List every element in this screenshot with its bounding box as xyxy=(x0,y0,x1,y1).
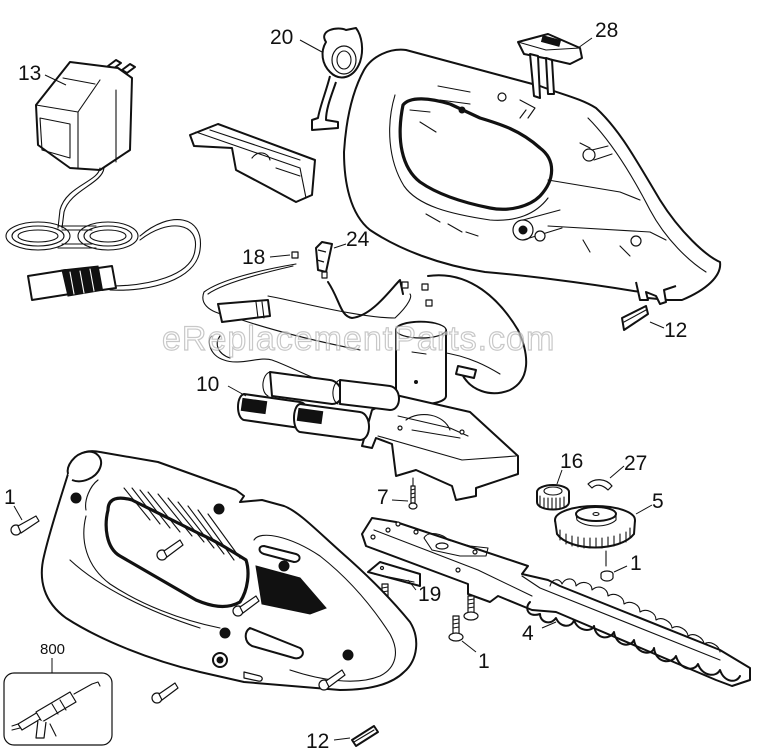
screw-part-b[interactable] xyxy=(463,595,479,621)
gear-housing-part[interactable] xyxy=(361,395,519,501)
switch-lever-part[interactable] xyxy=(311,27,364,131)
leader-7 xyxy=(391,499,409,502)
leader-12a xyxy=(649,321,665,329)
leader-18 xyxy=(269,254,291,258)
accessory-kit-box[interactable] xyxy=(3,672,113,746)
battery-pack-part[interactable] xyxy=(237,371,400,441)
insert-part-upper[interactable] xyxy=(621,305,649,331)
callout-27[interactable]: 27 xyxy=(624,452,647,475)
callout-12-upper[interactable]: 12 xyxy=(664,319,687,342)
charger-part[interactable] xyxy=(5,59,201,301)
terminal-part[interactable] xyxy=(291,251,299,259)
callout-18[interactable]: 18 xyxy=(242,246,265,269)
washer-part[interactable] xyxy=(600,550,614,582)
callout-1-upper[interactable]: 1 xyxy=(4,486,16,509)
callout-6[interactable]: 1 xyxy=(630,552,642,575)
callout-19[interactable]: 19 xyxy=(418,583,441,606)
leader-13 xyxy=(44,74,67,86)
switch-button-part[interactable] xyxy=(517,33,583,99)
screw-part-7[interactable] xyxy=(408,477,418,510)
screw-part-1[interactable] xyxy=(10,515,40,536)
battery-cover-part[interactable] xyxy=(189,123,316,203)
callout-10[interactable]: 10 xyxy=(196,373,219,396)
leader-19 xyxy=(407,579,417,591)
screw-part-bottom-left[interactable] xyxy=(151,682,179,704)
leader-1b xyxy=(461,640,477,653)
watermark: eReplacementParts.com xyxy=(162,320,555,358)
blade-plate-part-19[interactable] xyxy=(367,561,421,587)
callout-12-lower[interactable]: 12 xyxy=(306,730,329,750)
callout-5[interactable]: 5 xyxy=(652,490,664,513)
leader-16 xyxy=(556,469,563,485)
leader-12b xyxy=(333,737,351,741)
leader-20 xyxy=(299,39,323,53)
leader-4 xyxy=(541,621,557,629)
pinion-gear-part[interactable] xyxy=(536,484,570,511)
callout-16[interactable]: 16 xyxy=(560,450,583,473)
leader-1a xyxy=(13,505,23,521)
leader-27 xyxy=(609,465,625,479)
leader-6 xyxy=(613,565,628,573)
screw-part-c[interactable] xyxy=(448,615,464,642)
callout-800[interactable]: 800 xyxy=(40,641,65,658)
clip-part[interactable] xyxy=(587,479,613,491)
right-housing-part[interactable] xyxy=(343,48,722,305)
callout-24[interactable]: 24 xyxy=(346,228,370,251)
callout-28[interactable]: 28 xyxy=(595,19,618,42)
screw-part-mid[interactable] xyxy=(232,595,260,617)
screw-part-handle[interactable] xyxy=(156,539,184,561)
switch-part[interactable] xyxy=(315,241,333,279)
leader-28 xyxy=(577,37,593,49)
drive-gear-part[interactable] xyxy=(554,505,636,549)
blade-assembly-part[interactable] xyxy=(361,517,751,687)
wiring-harness xyxy=(202,263,528,395)
leader-24 xyxy=(333,243,347,249)
callout-1-lower[interactable]: 1 xyxy=(478,650,490,673)
insert-part-lower[interactable] xyxy=(351,725,379,747)
callout-20[interactable]: 20 xyxy=(270,26,293,49)
callout-13[interactable]: 13 xyxy=(18,62,41,85)
left-housing-part[interactable] xyxy=(40,450,418,691)
leader-10 xyxy=(227,385,247,397)
callout-7[interactable]: 7 xyxy=(377,486,389,509)
leader-5 xyxy=(635,504,653,515)
screw-part-bottom-right[interactable] xyxy=(318,669,346,691)
callout-4[interactable]: 4 xyxy=(522,622,534,645)
